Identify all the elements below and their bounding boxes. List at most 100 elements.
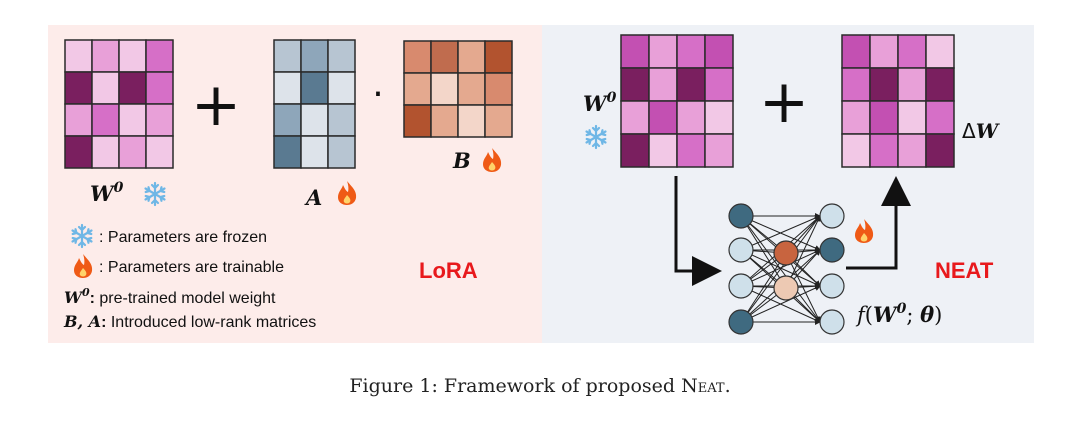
network-edge (740, 215, 821, 251)
legend-w0-entry: W0: pre-trained model weight (64, 286, 276, 307)
matrix-cell (704, 67, 734, 102)
matrix-cell (327, 103, 356, 137)
matrix-cell (676, 67, 706, 102)
matrix-cell (430, 104, 459, 138)
neural-network (728, 203, 845, 335)
lora-dot-operator: · (372, 74, 383, 115)
matrix-cell (897, 67, 927, 102)
network-node (728, 273, 754, 299)
network-node (728, 203, 754, 229)
matrix-cell (300, 39, 329, 73)
network-node (728, 309, 754, 335)
network-edge (740, 252, 787, 323)
matrix-cell (676, 133, 706, 168)
matrix-cell (648, 34, 678, 69)
lora-b-matrix (403, 40, 513, 138)
matrix-cell (869, 100, 899, 135)
matrix-cell (300, 71, 329, 105)
matrix-cell (273, 71, 302, 105)
matrix-cell (327, 39, 356, 73)
lora-title: LoRA (419, 258, 478, 283)
neat-title: NEAT (935, 258, 994, 283)
matrix-cell (925, 133, 955, 168)
network-node (773, 275, 799, 301)
matrix-cell (869, 133, 899, 168)
matrix-cell (704, 133, 734, 168)
matrix-cell (403, 40, 432, 74)
matrix-cell (676, 34, 706, 69)
matrix-cell (841, 34, 871, 69)
matrix-cell (145, 71, 174, 105)
matrix-cell (841, 133, 871, 168)
matrix-cell (620, 34, 650, 69)
neat-delta-w-label: ΔW (962, 119, 1001, 143)
matrix-cell (327, 135, 356, 169)
matrix-cell (403, 104, 432, 138)
matrix-cell (620, 100, 650, 135)
neat-w0-matrix (620, 34, 734, 168)
matrix-cell (869, 34, 899, 69)
neat-w0-label: W0 (583, 90, 617, 116)
network-node (728, 237, 754, 263)
legend-frozen-text: : Parameters are frozen (99, 229, 267, 246)
matrix-cell (925, 100, 955, 135)
matrix-cell (841, 67, 871, 102)
network-node (819, 273, 845, 299)
figure-caption: Figure 1: Framework of proposed Neat. (0, 375, 1080, 397)
lora-plus-sign: + (191, 70, 241, 140)
matrix-cell (64, 103, 93, 137)
matrix-cell (430, 40, 459, 74)
arrow-to-network (674, 176, 722, 286)
network-edge (785, 215, 821, 289)
matrix-cell (118, 135, 147, 169)
matrix-cell (91, 71, 120, 105)
matrix-cell (925, 67, 955, 102)
matrix-cell (273, 135, 302, 169)
matrix-cell (118, 71, 147, 105)
matrix-cell (145, 103, 174, 137)
lora-w0-matrix (64, 39, 174, 169)
matrix-cell (118, 103, 147, 137)
matrix-cell (118, 39, 147, 73)
network-edge (740, 249, 821, 287)
matrix-cell (64, 71, 93, 105)
neat-function-label: f(W0; θ) (855, 301, 942, 327)
matrix-cell (704, 34, 734, 69)
matrix-cell (897, 34, 927, 69)
matrix-cell (327, 71, 356, 105)
matrix-cell (648, 100, 678, 135)
matrix-cell (897, 133, 927, 168)
matrix-cell (620, 67, 650, 102)
lora-a-matrix (273, 39, 356, 169)
network-node (819, 237, 845, 263)
matrix-cell (648, 67, 678, 102)
matrix-cell (484, 104, 513, 138)
matrix-cell (620, 133, 650, 168)
matrix-cell (91, 39, 120, 73)
neat-plus-sign: + (759, 67, 809, 137)
matrix-cell (64, 135, 93, 169)
matrix-cell (91, 135, 120, 169)
matrix-cell (704, 100, 734, 135)
caption-method-name: Neat (681, 375, 725, 397)
matrix-cell (925, 34, 955, 69)
lora-w0-label: W0 (90, 180, 124, 206)
legend-trainable-text: : Parameters are trainable (99, 259, 284, 276)
caption-suffix: . (724, 375, 731, 397)
matrix-cell (300, 135, 329, 169)
matrix-cell (841, 100, 871, 135)
matrix-cell (64, 39, 93, 73)
matrix-cell (457, 104, 486, 138)
matrix-cell (145, 135, 174, 169)
matrix-cell (457, 40, 486, 74)
matrix-cell (273, 103, 302, 137)
matrix-cell (430, 72, 459, 106)
matrix-cell (869, 67, 899, 102)
matrix-cell (145, 39, 174, 73)
network-edge (740, 215, 821, 323)
legend-ba-entry: B, A: Introduced low-rank matrices (63, 312, 316, 331)
matrix-cell (484, 72, 513, 106)
network-edge (740, 285, 821, 323)
matrix-cell (484, 40, 513, 74)
matrix-cell (648, 133, 678, 168)
